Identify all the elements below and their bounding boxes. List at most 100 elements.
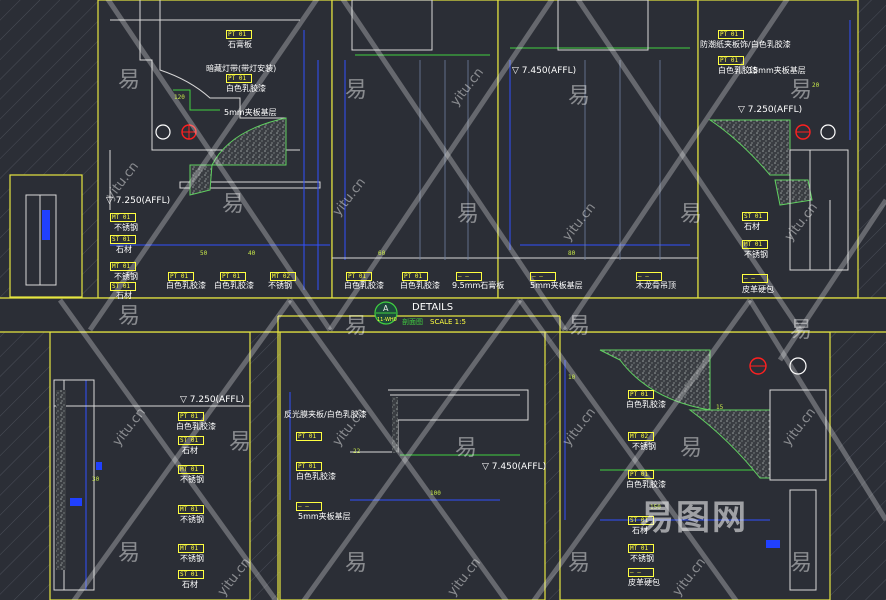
material-tag: MT 01 <box>110 213 136 222</box>
material-tag: ST 01 <box>110 235 136 244</box>
dimension-text: 22 <box>353 448 361 455</box>
watermark-char: 易 <box>229 430 252 455</box>
level-mark: ▽ 7.250(AFFL) <box>180 395 245 405</box>
material-tag: PT 01 <box>628 390 654 399</box>
material-label: 不锈钢 <box>268 281 292 290</box>
material-tag: PT 01 <box>718 30 744 39</box>
watermark-lines <box>57 0 886 600</box>
watermark-char: 易 <box>790 318 813 343</box>
material-tag: PT 01 <box>628 470 654 479</box>
material-tag: PT 01 <box>226 30 252 39</box>
material-tag: ST 01 <box>628 516 654 525</box>
dimension-text: 100 <box>430 490 441 497</box>
material-tag: ST 01 <box>110 282 136 291</box>
panel-2-frame <box>331 0 499 299</box>
material-tag: — — <box>530 272 556 281</box>
material-label: 白色乳胶漆 <box>718 66 758 75</box>
material-tag: PT 01 <box>402 272 428 281</box>
material-label: 石材 <box>744 222 760 231</box>
material-label: 5mm夹板基层 <box>530 281 583 290</box>
material-tag: PT 01 <box>178 412 204 421</box>
material-label: 白色乳胶漆 <box>226 84 266 93</box>
watermark-char: 易 <box>118 541 141 566</box>
material-tag: PT 01 <box>296 432 322 441</box>
material-label: 石材 <box>632 526 648 535</box>
material-label: 白色乳胶漆 <box>214 281 254 290</box>
material-tag: PT 01 <box>296 462 322 471</box>
material-label: 9.5mm石膏板 <box>452 281 505 290</box>
panel-6-frame <box>279 331 546 600</box>
material-label: 白色乳胶漆 <box>176 422 216 431</box>
material-tag: MT 01 <box>742 240 768 249</box>
material-tag: MT 01 <box>628 544 654 553</box>
material-tag: MT 01 <box>110 262 136 271</box>
dimension-text: 50 <box>200 250 208 257</box>
dimension-text: 40 <box>248 250 256 257</box>
material-tag: MT 01 <box>178 465 204 474</box>
watermark-char: 易 <box>345 78 368 103</box>
details-subtitle: 剖面图 <box>402 318 423 326</box>
level-mark: ▽ 7.250(AFFL) <box>106 196 171 206</box>
material-tag: ST 01 <box>178 436 204 445</box>
detail-bubble-code: 11-WH0 <box>377 317 397 323</box>
cornice-profile-4 <box>708 119 791 176</box>
material-label: 反光膜夹板/白色乳胶漆 <box>284 410 367 419</box>
material-label: 暗藏灯带(带灯安装) <box>206 64 277 73</box>
material-tag: PT 01 <box>168 272 194 281</box>
material-label: 防潮纸夹板饰/白色乳胶漆 <box>700 40 791 49</box>
watermark-char: 易 <box>680 202 703 227</box>
material-label: 不锈钢 <box>180 475 204 484</box>
level-mark: ▽ 7.250(AFFL) <box>738 105 803 115</box>
watermark-char: 易 <box>680 436 703 461</box>
watermark-char: 易 <box>568 314 591 339</box>
material-label: 不锈钢 <box>632 442 656 451</box>
material-tag: — — <box>628 568 654 577</box>
material-label: 不锈钢 <box>744 250 768 259</box>
material-tag: MT 01 <box>178 505 204 514</box>
material-label: 石膏板 <box>228 40 252 49</box>
level-mark: ▽ 7.450(AFFL) <box>512 66 577 76</box>
material-label: 不锈钢 <box>114 272 138 281</box>
dimension-text: 20 <box>812 82 820 89</box>
material-label: 白色乳胶漆 <box>296 472 336 481</box>
material-tag: PT 01 <box>718 56 744 65</box>
watermark-char: 易 <box>457 202 480 227</box>
watermark-char: 易 <box>790 78 813 103</box>
material-label: 不锈钢 <box>180 515 204 524</box>
watermark-char: 易 <box>222 192 245 217</box>
material-label: 皮革硬包 <box>628 578 660 587</box>
watermark-char: 易 <box>345 551 368 576</box>
material-tag: ST 01 <box>178 570 204 579</box>
dimension-text: 60 <box>378 250 386 257</box>
material-label: 不锈钢 <box>630 554 654 563</box>
panel-3-frame <box>497 0 699 299</box>
material-tag: — — <box>636 272 662 281</box>
material-tag: MT 01 <box>178 544 204 553</box>
watermark-char: 易 <box>568 551 591 576</box>
material-label: 皮革硬包 <box>742 285 774 294</box>
material-label: 15mm夹板基层 <box>748 66 806 75</box>
material-label: 白色乳胶漆 <box>344 281 384 290</box>
watermark-char: 易 <box>455 436 478 461</box>
material-label: 白色乳胶漆 <box>626 400 666 409</box>
material-tag: PT 01 <box>226 74 252 83</box>
dimension-text: 15 <box>716 404 724 411</box>
watermark-char: 易 <box>118 304 141 329</box>
dimension-text: 30 <box>92 476 100 483</box>
detail-bubble-letter: A <box>383 304 389 313</box>
dimension-text: 150 <box>650 504 661 511</box>
material-label: 木龙骨吊顶 <box>636 281 676 290</box>
material-label: 石材 <box>116 291 132 300</box>
dimension-text: 80 <box>568 250 576 257</box>
panel-1-frame <box>97 0 333 299</box>
watermark-char: 易 <box>790 551 813 576</box>
material-label: 5mm夹板基层 <box>224 108 277 117</box>
material-label: 石材 <box>182 580 198 589</box>
material-label: 石材 <box>182 446 198 455</box>
watermark-char: 易 <box>568 84 591 109</box>
material-label: 5mm夹板基层 <box>298 512 351 521</box>
watermark-char: 易 <box>345 314 368 339</box>
material-tag: MT 02 <box>270 272 296 281</box>
